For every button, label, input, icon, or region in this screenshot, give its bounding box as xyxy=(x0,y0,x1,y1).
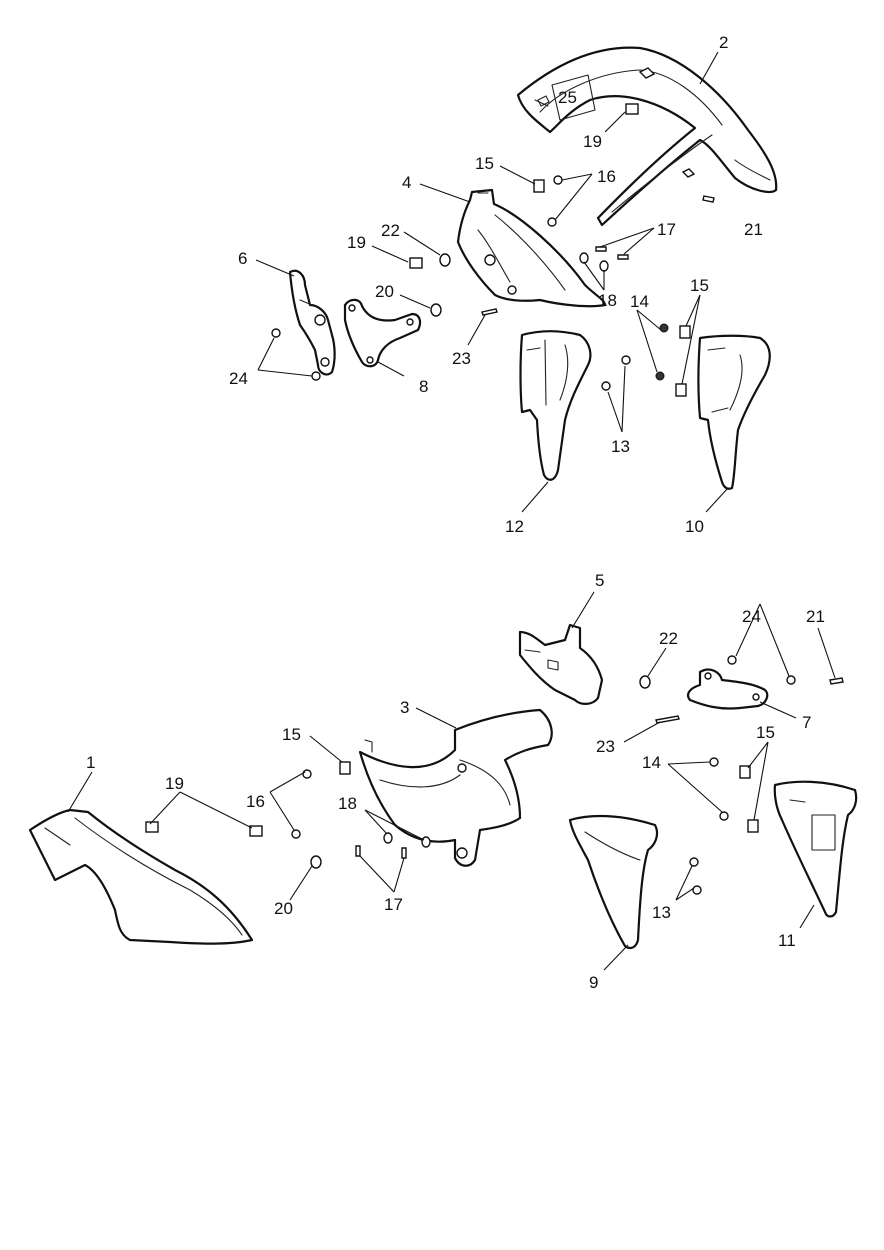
callout-15c: 15 xyxy=(282,725,301,744)
callout-24b: 24 xyxy=(742,607,761,626)
callout-13b: 13 xyxy=(652,903,671,922)
callout-14: 14 xyxy=(630,292,649,311)
callout-12: 12 xyxy=(505,517,524,536)
callout-21b: 21 xyxy=(806,607,825,626)
callout-8: 8 xyxy=(419,377,428,396)
part-11-side-panel xyxy=(773,780,858,918)
part-4-inner-panel xyxy=(456,188,607,308)
callout-21: 21 xyxy=(744,220,763,239)
callout-20: 20 xyxy=(375,282,394,301)
callout-18: 18 xyxy=(598,291,617,310)
callout-6: 6 xyxy=(238,249,247,268)
bottom-hardware xyxy=(145,655,844,895)
callout-16b: 16 xyxy=(246,792,265,811)
callout-4: 4 xyxy=(402,173,411,192)
callout-11: 11 xyxy=(778,931,796,950)
callout-5: 5 xyxy=(595,571,604,590)
callout-25: 25 xyxy=(558,88,577,107)
top-hardware xyxy=(271,95,715,397)
callout-labels: 2 25 19 15 16 4 21 17 22 19 6 18 15 20 1… xyxy=(86,33,825,992)
callout-14b: 14 xyxy=(642,753,661,772)
callout-2: 2 xyxy=(719,33,728,52)
part-1-side-cowl xyxy=(28,808,254,945)
callout-13: 13 xyxy=(611,437,630,456)
callout-15b: 15 xyxy=(690,276,709,295)
callout-16: 16 xyxy=(597,167,616,186)
callout-24: 24 xyxy=(229,369,248,388)
part-3-inner-panel xyxy=(358,708,553,867)
callout-22b: 22 xyxy=(659,629,678,648)
callout-20b: 20 xyxy=(274,899,293,918)
part-9-side-panel xyxy=(568,814,659,950)
callout-1: 1 xyxy=(86,753,95,772)
callout-15: 15 xyxy=(475,154,494,173)
callout-18b: 18 xyxy=(338,794,357,813)
callout-17: 17 xyxy=(657,220,676,239)
callout-19: 19 xyxy=(583,132,602,151)
callout-3: 3 xyxy=(400,698,409,717)
callout-19c: 19 xyxy=(165,774,184,793)
callout-9: 9 xyxy=(589,973,598,992)
callout-19b: 19 xyxy=(347,233,366,252)
part-7-bracket xyxy=(686,668,769,710)
callout-17b: 17 xyxy=(384,895,403,914)
callout-23: 23 xyxy=(452,349,471,368)
part-6-bracket xyxy=(288,269,336,376)
callout-22: 22 xyxy=(381,221,400,240)
part-12-side-panel xyxy=(519,330,592,481)
callout-7: 7 xyxy=(802,713,811,732)
part-2-nose-cowl xyxy=(516,46,778,227)
callout-23b: 23 xyxy=(596,737,615,756)
part-5-bracket-plate xyxy=(518,623,604,705)
leader-lines xyxy=(67,51,836,971)
callout-10: 10 xyxy=(685,517,704,536)
part-10-side-panel xyxy=(697,334,771,490)
part-8-bracket xyxy=(343,298,422,368)
callout-15d: 15 xyxy=(756,723,775,742)
